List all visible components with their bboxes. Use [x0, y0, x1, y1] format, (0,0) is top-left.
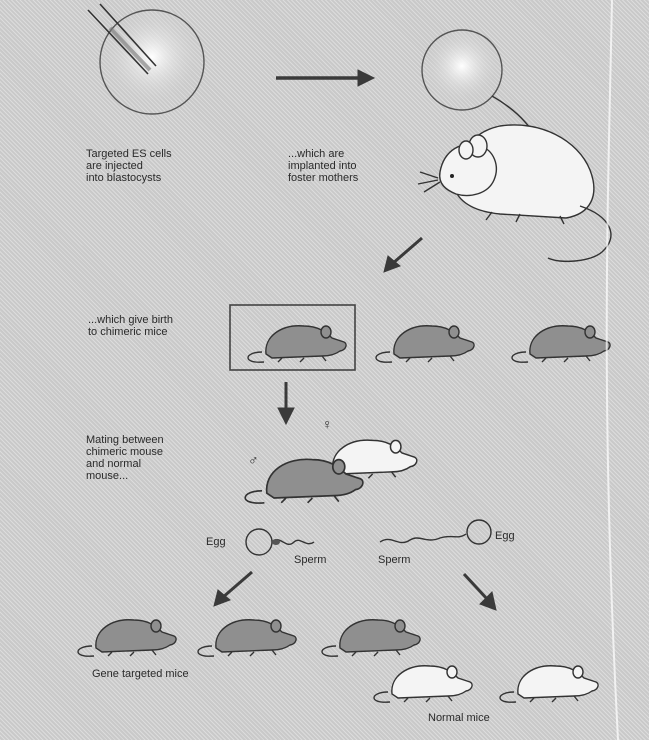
targeted-mouse-2 — [198, 620, 296, 656]
arrow-down-left-1 — [384, 238, 422, 272]
targeted-mouse-1 — [78, 620, 176, 656]
arrow-down-right — [464, 574, 496, 610]
label-step2: ...which are implanted into foster mothe… — [288, 148, 358, 184]
label-step1: Targeted ES cells are injected into blas… — [86, 148, 172, 184]
step1-line2: are injected — [86, 160, 172, 172]
step3-line1: ...which give birth — [88, 314, 173, 326]
egg-sperm-left — [246, 529, 314, 555]
foster-mother-mouse — [418, 125, 611, 261]
step1-line1: Targeted ES cells — [86, 148, 172, 160]
chimeric-mouse-1 — [248, 326, 346, 362]
label-sperm-left: Sperm — [294, 554, 326, 566]
male-symbol: ♂ — [248, 454, 259, 466]
label-egg-left: Egg — [206, 536, 226, 548]
label-egg-right: Egg — [495, 530, 515, 542]
step4-line2: chimeric mouse — [86, 446, 164, 458]
arrow-right-top — [276, 70, 374, 86]
step1-line3: into blastocysts — [86, 172, 172, 184]
arrow-down-left-2 — [214, 572, 252, 606]
blastocyst-right — [422, 30, 502, 110]
step4-line3: and normal — [86, 458, 164, 470]
label-sperm-right: Sperm — [378, 554, 410, 566]
step4-line1: Mating between — [86, 434, 164, 446]
blastocyst-injection — [88, 4, 204, 114]
step4-line4: mouse... — [86, 470, 164, 482]
label-gene-targeted: Gene targeted mice — [92, 668, 189, 680]
step2-line1: ...which are — [288, 148, 358, 160]
chimeric-mouse-2 — [376, 326, 474, 362]
male-mouse — [245, 459, 363, 503]
normal-mouse-1 — [374, 666, 472, 702]
step2-line3: foster mothers — [288, 172, 358, 184]
mating-pair — [245, 440, 417, 503]
targeted-mouse-3 — [322, 620, 420, 656]
female-symbol: ♀ — [322, 418, 333, 430]
chimeric-mouse-3 — [512, 326, 610, 362]
step2-line2: implanted into — [288, 160, 358, 172]
label-step3: ...which give birth to chimeric mice — [88, 314, 173, 338]
egg-sperm-right — [380, 520, 491, 544]
page-fold — [607, 0, 618, 740]
normal-mouse-2 — [500, 666, 598, 702]
label-normal: Normal mice — [428, 712, 490, 724]
arrow-down-chimera — [278, 382, 294, 424]
label-step4: Mating between chimeric mouse and normal… — [86, 434, 164, 482]
step3-line2: to chimeric mice — [88, 326, 173, 338]
